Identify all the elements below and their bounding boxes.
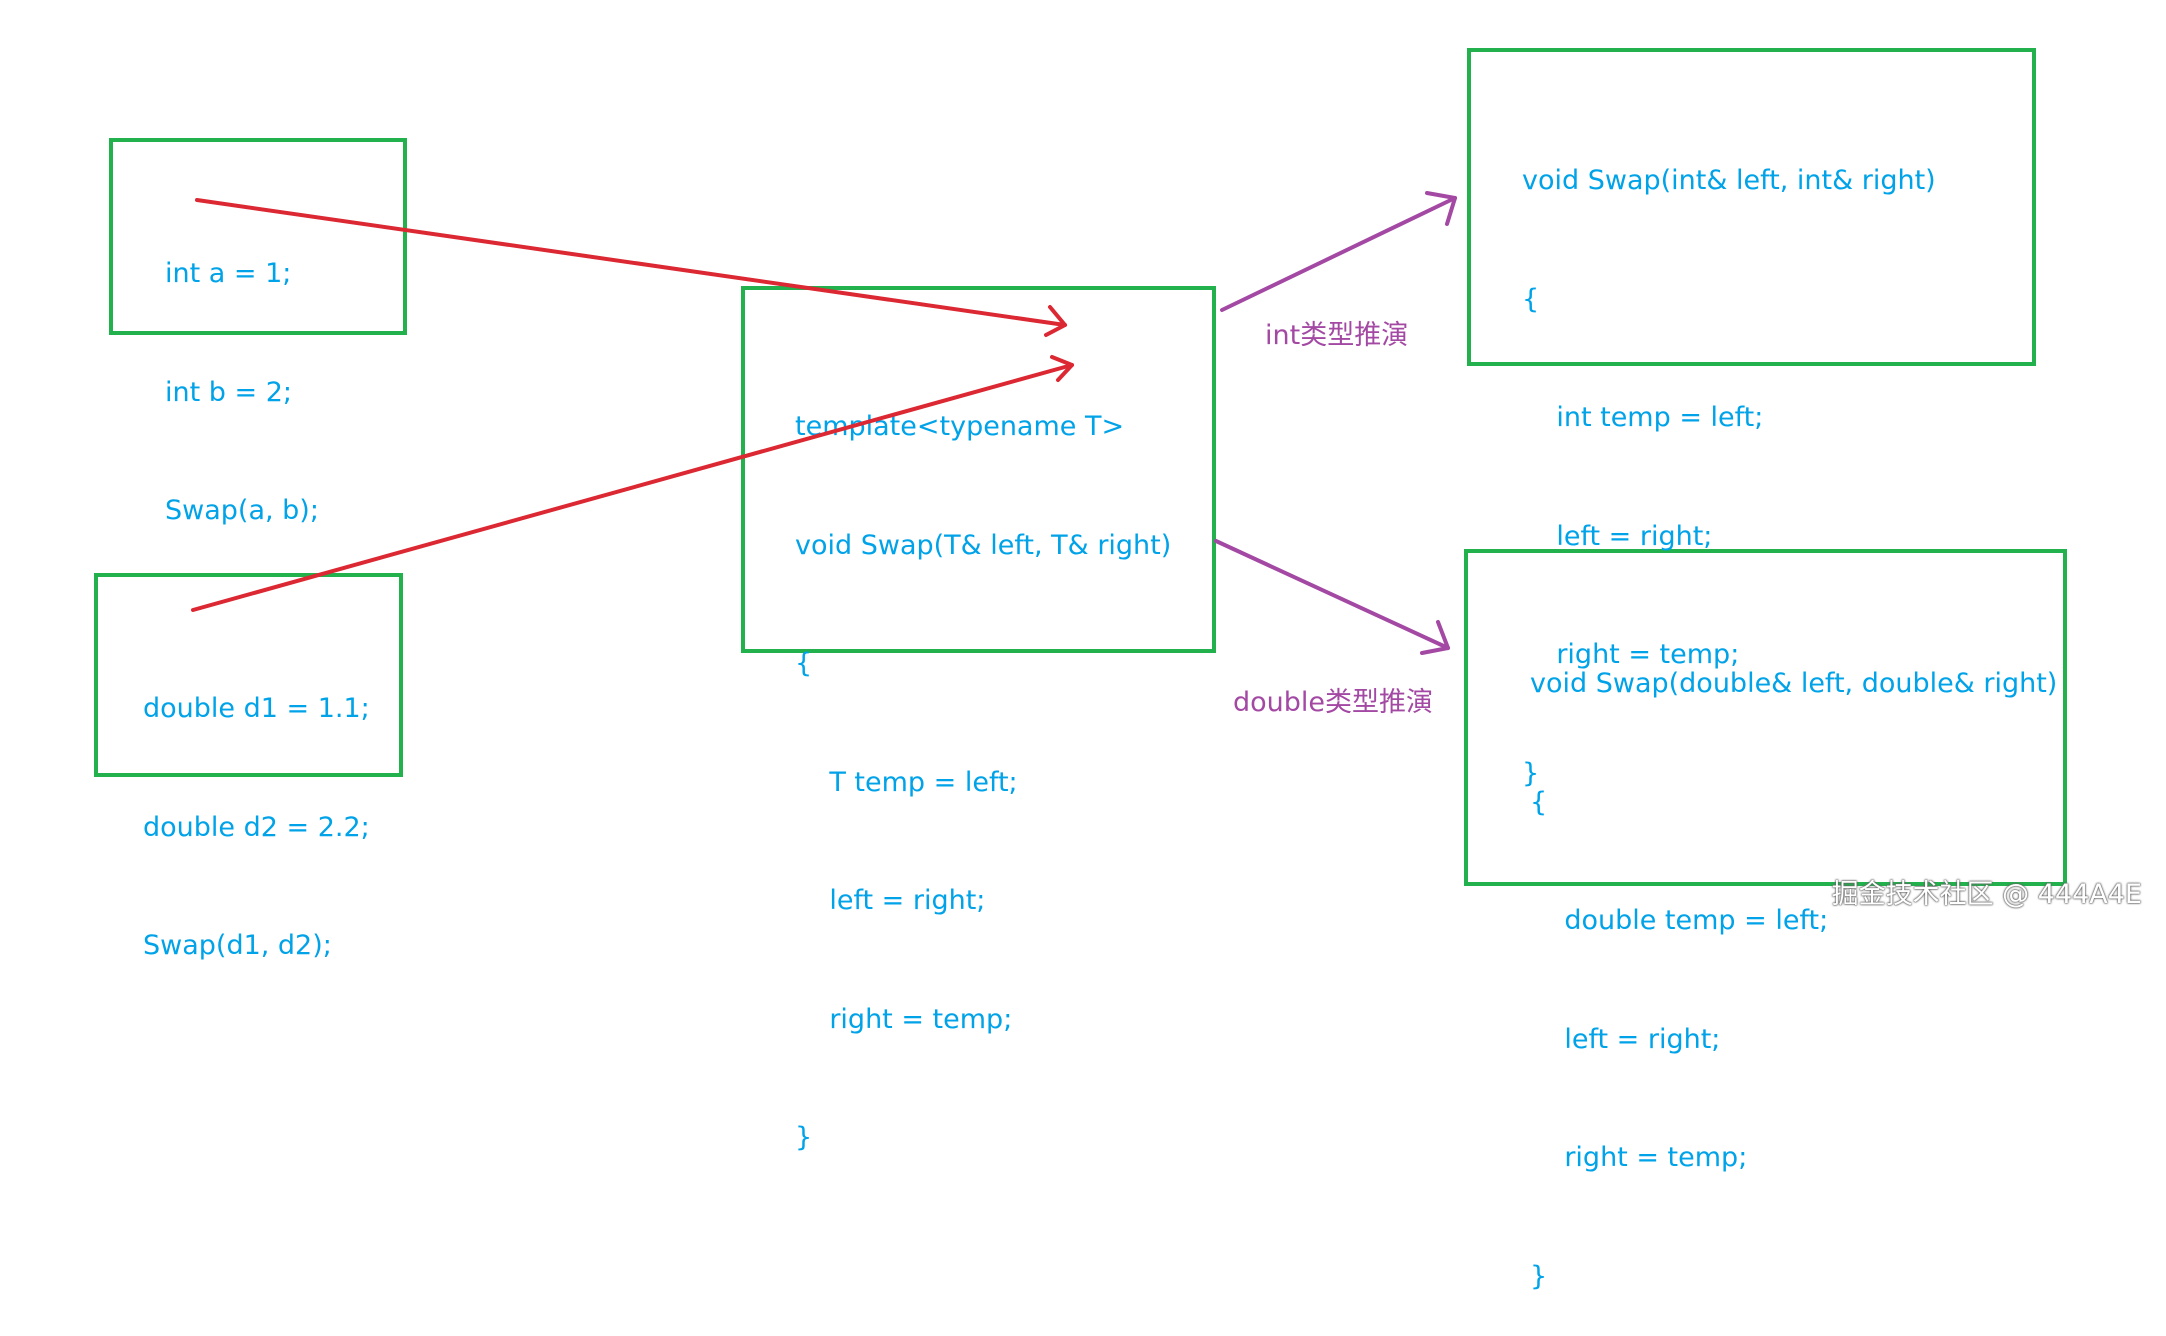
code-line: right = temp; — [1522, 639, 1740, 670]
code-line: left = right; — [1522, 520, 1713, 552]
code-line: { — [1522, 283, 1540, 315]
code-line: int a = 1; — [165, 258, 292, 289]
code-line: right = temp; — [1530, 1142, 1748, 1173]
code-line: Swap(d1, d2); — [143, 930, 332, 961]
int-deduction-arrow — [1220, 191, 1457, 312]
double-deduction-arrow — [1214, 539, 1450, 655]
code-line: T temp = left; — [795, 766, 1018, 798]
code-line: } — [1522, 757, 1540, 789]
code-line: template<typename T> — [795, 411, 1125, 442]
code-line: } — [1530, 1260, 1548, 1292]
code-line: left = right; — [795, 885, 986, 916]
code-line: { — [795, 648, 813, 679]
code-line: int temp = left; — [1522, 402, 1764, 433]
double-deduction-label: double类型推演 — [1233, 687, 1434, 718]
double-instance-code: void Swap(double& left, double& right) {… — [1530, 585, 2057, 1336]
double-instance-box — [1464, 549, 2067, 886]
code-line: void Swap(T& left, T& right) — [795, 529, 1172, 561]
int-deduction-label: int类型推演 — [1265, 320, 1409, 351]
code-line: void Swap(int& left, int& right) — [1522, 165, 1936, 196]
int-instance-box — [1467, 48, 2036, 366]
watermark: 掘金技术社区 @ 444A4E — [1831, 879, 2142, 910]
int-call-code: int a = 1; int b = 2; Swap(a, b); — [165, 175, 319, 570]
code-line: Swap(a, b); — [165, 495, 319, 526]
template-code: template<typename T> void Swap(T& left, … — [795, 328, 1171, 1197]
code-line: double d2 = 2.2; — [143, 811, 370, 843]
double-call-code: double d1 = 1.1; double d2 = 2.2; Swap(d… — [143, 610, 370, 1005]
code-line: right = temp; — [795, 1003, 1013, 1035]
code-line: left = right; — [1530, 1023, 1721, 1055]
code-line: void Swap(double& left, double& right) — [1530, 668, 2058, 699]
int-instance-code: void Swap(int& left, int& right) { int t… — [1522, 82, 1936, 833]
code-line: { — [1530, 786, 1548, 818]
code-line: int b = 2; — [165, 376, 292, 408]
code-line: } — [795, 1122, 813, 1153]
code-line: double d1 = 1.1; — [143, 693, 370, 724]
